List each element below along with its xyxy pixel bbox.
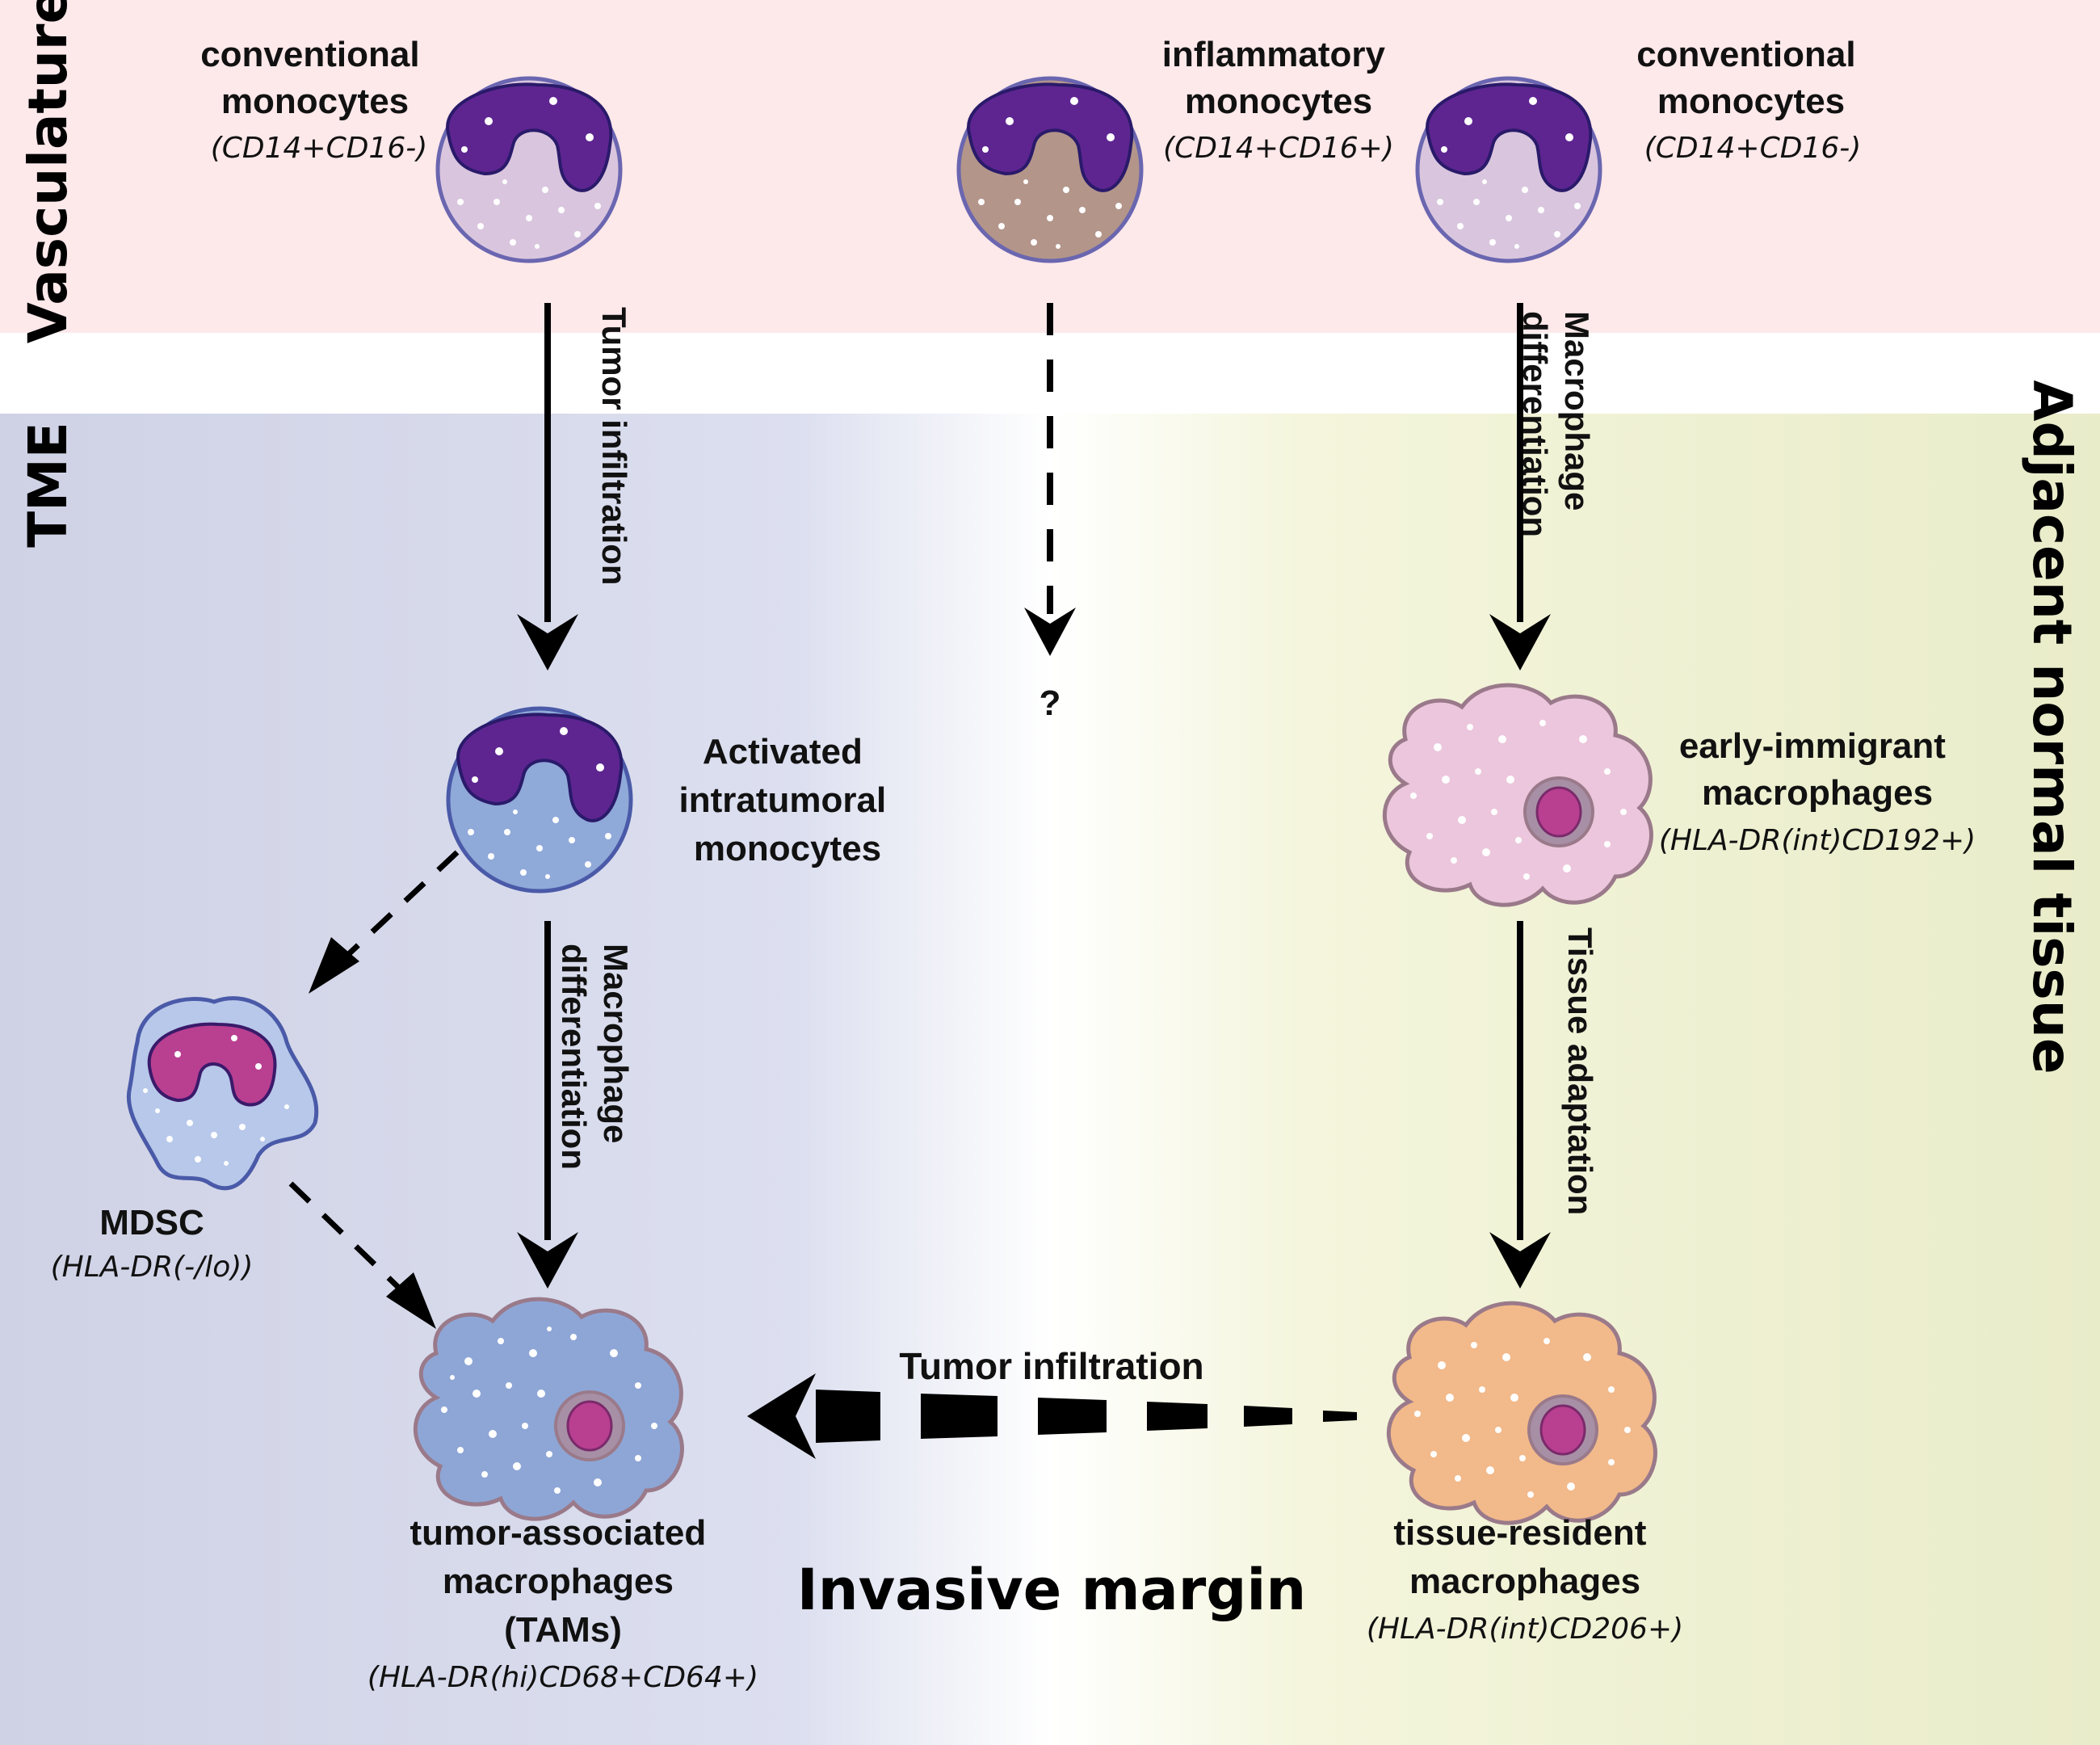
macrophage-diff-right-line1: Macrophage: [1558, 311, 1596, 511]
tissue-resident-name: tissue-resident macrophages: [1393, 1513, 1656, 1601]
conventional-right-line1: conventional: [1636, 35, 1855, 74]
mdsc-cell: [126, 996, 319, 1191]
conventional-monocyte-right-name: conventional monocytes: [1636, 35, 1866, 121]
inflammatory-line1: inflammatory: [1162, 35, 1386, 74]
early-immigrant-line1: early-immigrant: [1679, 726, 1946, 766]
macrophage-diff-left-line2: differentiation: [555, 944, 593, 1170]
activated-monocyte-name: Activated intratumoral monocytes: [679, 732, 897, 868]
conventional-monocyte-left: [435, 76, 623, 263]
mdsc-marker: (HLA-DR(-/lo)): [51, 1251, 254, 1284]
activated-line3: monocytes: [694, 829, 881, 868]
tme-label: TME: [17, 422, 79, 548]
inflammatory-monocyte-marker: (CD14+CD16+): [1163, 132, 1394, 165]
tissue-resident-line1: tissue-resident: [1393, 1513, 1646, 1553]
arrow-macrophage-diff-right: [1489, 303, 1551, 671]
invasive-margin-label: Invasive margin: [797, 1557, 1307, 1623]
mdsc-name: MDSC: [99, 1203, 204, 1243]
arrow-activated-to-mdsc: [309, 850, 460, 994]
arrow-unknown-fate: [1024, 303, 1076, 656]
early-immigrant-marker: (HLA-DR(int)CD192+): [1659, 824, 1976, 857]
early-immigrant-name: early-immigrant macrophages: [1679, 726, 1955, 813]
conventional-monocyte-left-marker: (CD14+CD16-): [211, 132, 428, 165]
tam-marker: (HLA-DR(hi)CD68+CD64+): [368, 1661, 758, 1694]
tam-line3: (TAMs): [504, 1610, 622, 1650]
inflammatory-line2: monocytes: [1185, 82, 1372, 121]
conventional-monocyte-left-name: conventional monocytes: [200, 35, 430, 121]
conventional-monocyte-right-marker: (CD14+CD16-): [1644, 132, 1862, 165]
arrow-label-macrophage-diff-right: Macrophage differentiation: [1516, 311, 1596, 537]
tam-name: tumor-associated macrophages (TAMs): [410, 1513, 716, 1650]
vasculature-label: Vasculature: [17, 0, 79, 343]
macrophage-diff-left-line1: Macrophage: [597, 944, 635, 1143]
activated-line1: Activated: [703, 732, 863, 772]
inflammatory-monocyte-name: inflammatory monocytes: [1162, 35, 1396, 121]
tissue-resident-marker: (HLA-DR(int)CD206+): [1367, 1613, 1683, 1646]
arrow-label-tumor-infiltration-bottom: Tumor infiltration: [899, 1345, 1203, 1387]
tam-line1: tumor-associated: [410, 1513, 707, 1553]
arrow-macrophage-diff-left: [517, 921, 578, 1289]
arrow-label-tissue-adaptation: Tissue adaptation: [1561, 927, 1599, 1215]
activated-line2: intratumoral: [679, 780, 887, 820]
inflammatory-monocyte: [956, 76, 1144, 263]
macrophage-diff-right-line2: differentiation: [1516, 311, 1554, 537]
tam-line2: macrophages: [443, 1562, 674, 1601]
early-immigrant-macrophage: [1382, 683, 1653, 907]
conventional-monocyte-right: [1415, 76, 1602, 263]
arrow-tissue-adaptation: [1489, 921, 1551, 1289]
arrow-tumor-infiltration-bottom: [747, 1373, 1357, 1459]
arrow-tumor-infiltration-top: [517, 303, 578, 671]
tissue-resident-line2: macrophages: [1409, 1562, 1640, 1601]
activated-intratumoral-monocyte: [446, 706, 633, 894]
adjacent-tissue-label: Adjacent normal tissue: [2021, 380, 2083, 1074]
tam-cell: [413, 1297, 684, 1521]
conventional-right-line2: monocytes: [1657, 82, 1845, 121]
conventional-left-line2: monocytes: [221, 82, 409, 121]
early-immigrant-line2: macrophages: [1702, 773, 1933, 813]
tissue-resident-macrophage: [1386, 1301, 1657, 1525]
arrow-label-macrophage-diff-left: Macrophage differentiation: [555, 944, 635, 1170]
conventional-left-line1: conventional: [200, 35, 419, 74]
arrow-label-tumor-infiltration-top: Tumor infiltration: [595, 307, 633, 586]
arrow-mdsc-to-tam: [288, 1181, 436, 1329]
unknown-fate-label: ?: [1040, 683, 1061, 723]
